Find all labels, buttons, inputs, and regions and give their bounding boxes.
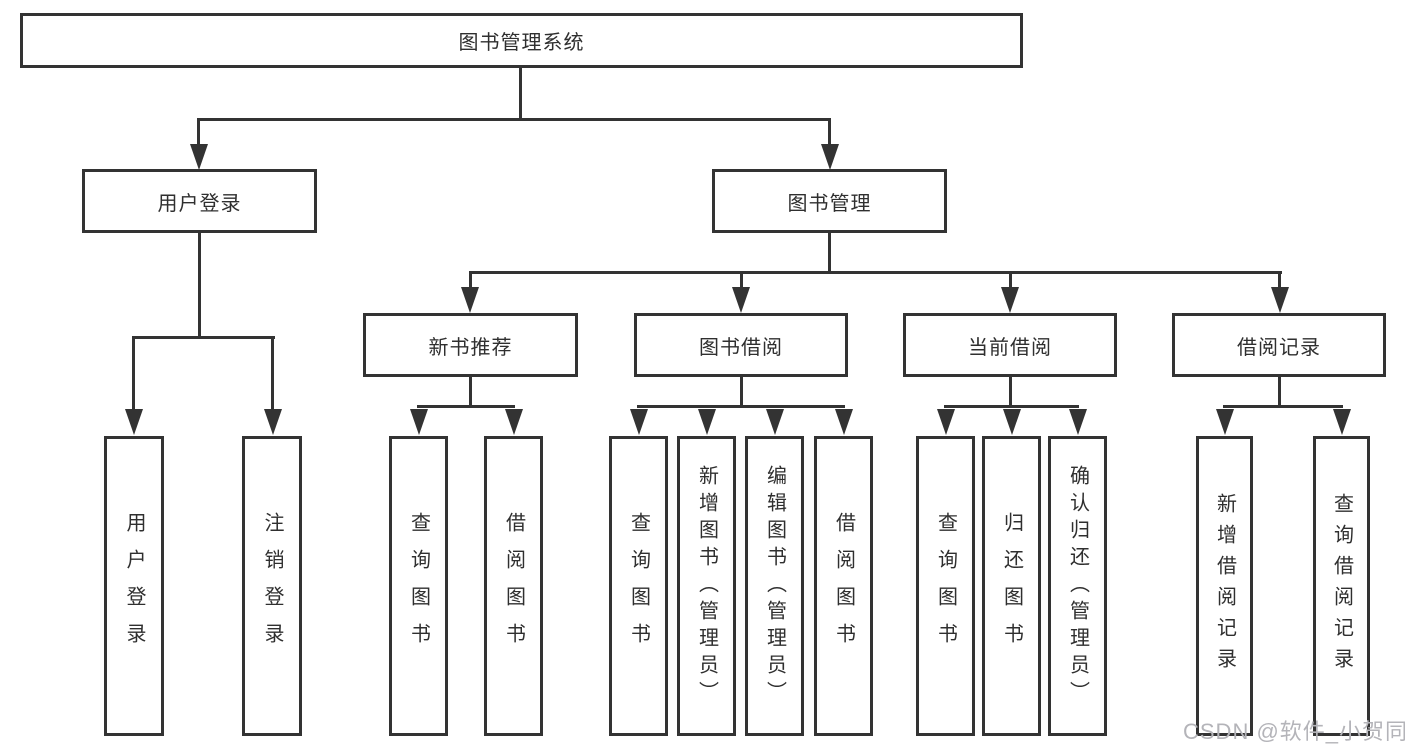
connector-line bbox=[469, 271, 1282, 274]
arrow-down-icon bbox=[505, 409, 523, 435]
arrow-down-icon bbox=[1216, 409, 1234, 435]
leaf-confirm-return-admin-label: 确认归还（管理员） bbox=[1066, 464, 1089, 708]
connector-line bbox=[637, 405, 845, 408]
leaf-borrow-books: 借阅图书 bbox=[814, 436, 873, 736]
arrow-down-icon bbox=[190, 144, 208, 170]
leaf-query-books-borrowing: 查询图书 bbox=[609, 436, 668, 736]
leaf-user-login-label: 用户登录 bbox=[123, 512, 145, 660]
leaf-confirm-return-admin: 确认归还（管理员） bbox=[1048, 436, 1107, 736]
connector-line bbox=[1278, 271, 1281, 289]
leaf-add-borrow-record-label: 新增借阅记录 bbox=[1213, 493, 1236, 679]
arrow-down-icon bbox=[732, 287, 750, 313]
connector-line bbox=[197, 118, 200, 146]
leaf-edit-books-admin: 编辑图书（管理员） bbox=[745, 436, 804, 736]
connector-line bbox=[417, 405, 515, 408]
node-current-borrowing: 当前借阅 bbox=[903, 313, 1117, 377]
leaf-return-books-label: 归还图书 bbox=[1000, 512, 1023, 660]
connector-line bbox=[740, 271, 743, 289]
node-book-borrowing: 图书借阅 bbox=[634, 313, 848, 377]
connector-line bbox=[271, 336, 274, 410]
leaf-borrow-books-recommend: 借阅图书 bbox=[484, 436, 543, 736]
arrow-down-icon bbox=[630, 409, 648, 435]
leaf-query-borrow-record-label: 查询借阅记录 bbox=[1330, 493, 1353, 679]
leaf-query-books-label: 查询图书 bbox=[934, 512, 957, 660]
leaf-edit-books-admin-label: 编辑图书（管理员） bbox=[763, 464, 786, 708]
node-library-management-system: 图书管理系统 bbox=[20, 13, 1023, 68]
arrow-down-icon bbox=[821, 144, 839, 170]
leaf-add-books-admin: 新增图书（管理员） bbox=[677, 436, 736, 736]
arrow-down-icon bbox=[1069, 409, 1087, 435]
leaf-logout-label: 注销登录 bbox=[261, 512, 283, 660]
arrow-down-icon bbox=[698, 409, 716, 435]
arrow-down-icon bbox=[1001, 287, 1019, 313]
leaf-query-books-label: 查询图书 bbox=[407, 512, 430, 660]
connector-line bbox=[469, 271, 472, 289]
leaf-borrow-books-label: 借阅图书 bbox=[502, 512, 525, 660]
connector-line bbox=[1278, 376, 1281, 407]
leaf-borrow-books-label: 借阅图书 bbox=[832, 512, 855, 660]
leaf-logout: 注销登录 bbox=[242, 436, 302, 736]
connector-line bbox=[1009, 271, 1012, 289]
leaf-query-books-current: 查询图书 bbox=[916, 436, 975, 736]
connector-line bbox=[132, 336, 275, 339]
arrow-down-icon bbox=[264, 409, 282, 435]
arrow-down-icon bbox=[1003, 409, 1021, 435]
arrow-down-icon bbox=[461, 287, 479, 313]
connector-line bbox=[469, 376, 472, 407]
connector-line bbox=[828, 118, 831, 146]
arrow-down-icon bbox=[1271, 287, 1289, 313]
arrow-down-icon bbox=[1333, 409, 1351, 435]
leaf-user-login: 用户登录 bbox=[104, 436, 164, 736]
leaf-query-borrow-record: 查询借阅记录 bbox=[1313, 436, 1370, 736]
arrow-down-icon bbox=[766, 409, 784, 435]
arrow-down-icon bbox=[410, 409, 428, 435]
leaf-add-borrow-record: 新增借阅记录 bbox=[1196, 436, 1253, 736]
arrow-down-icon bbox=[125, 409, 143, 435]
connector-line bbox=[740, 376, 743, 407]
node-book-management: 图书管理 bbox=[712, 169, 947, 233]
node-user-login: 用户登录 bbox=[82, 169, 317, 233]
connector-line bbox=[1009, 376, 1012, 407]
connector-line bbox=[828, 233, 831, 273]
leaf-return-books: 归还图书 bbox=[982, 436, 1041, 736]
arrow-down-icon bbox=[835, 409, 853, 435]
leaf-query-books-recommend: 查询图书 bbox=[389, 436, 448, 736]
node-borrowing-records: 借阅记录 bbox=[1172, 313, 1386, 377]
connector-line bbox=[944, 405, 1079, 408]
connector-line bbox=[519, 68, 522, 120]
connector-line bbox=[197, 118, 831, 121]
connector-line bbox=[1223, 405, 1343, 408]
leaf-add-books-admin-label: 新增图书（管理员） bbox=[695, 464, 718, 708]
leaf-query-books-label: 查询图书 bbox=[627, 512, 650, 660]
node-new-book-recommendation: 新书推荐 bbox=[363, 313, 578, 377]
arrow-down-icon bbox=[937, 409, 955, 435]
connector-line bbox=[132, 336, 135, 410]
csdn-watermark: CSDN @软件_小贺同学 bbox=[1183, 719, 1405, 744]
connector-line bbox=[198, 233, 201, 338]
